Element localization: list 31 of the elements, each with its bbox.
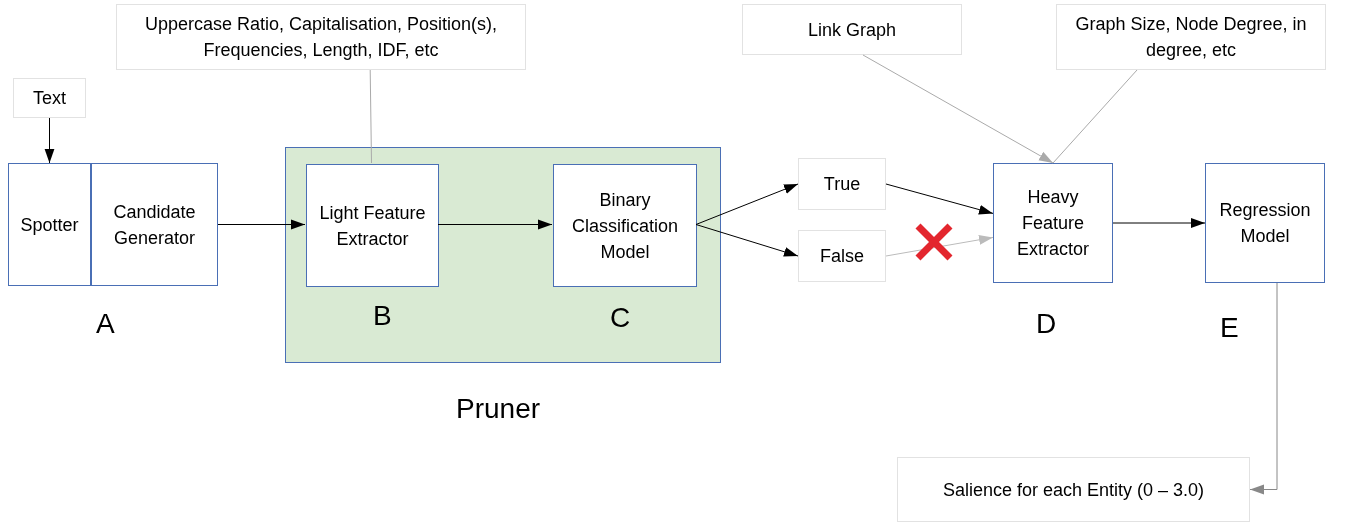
leader-line [369,69,372,164]
group-title: Pruner [456,392,541,426]
note-box: False [798,230,886,282]
arrow [885,183,994,215]
arrow [695,224,799,257]
section-letter: D [1036,308,1057,340]
note-box: Uppercase Ratio, Capitalisation, Position(s), Frequencies, Length, IDF, etc [116,4,526,70]
section-letter: E [1220,312,1239,344]
arrow [1112,218,1206,228]
note-box: Text [13,78,86,118]
note-box: Link Graph [742,4,962,55]
leader-line [1052,69,1138,164]
arrow [695,183,799,225]
arrow [44,117,55,164]
arrow [217,219,306,230]
note-box: Salience for each Entity (0 – 3.0) [897,457,1250,522]
section-letter: B [373,300,392,332]
section-letter: C [610,302,631,334]
process-box: Binary Classification Model [553,164,697,287]
section-letter: A [96,308,115,340]
process-box: Candidate Generator [91,163,218,286]
process-box: Heavy Feature Extractor [993,163,1113,283]
process-box: Light Feature Extractor [306,164,439,287]
note-box: True [798,158,886,210]
process-box: Spotter [8,163,91,286]
arrow [885,234,994,257]
arrow [1249,282,1278,495]
arrow [862,54,1054,164]
process-box: Regression Model [1205,163,1325,283]
arrow [437,219,553,230]
note-box: Graph Size, Node Degree, in degree, etc [1056,4,1326,70]
